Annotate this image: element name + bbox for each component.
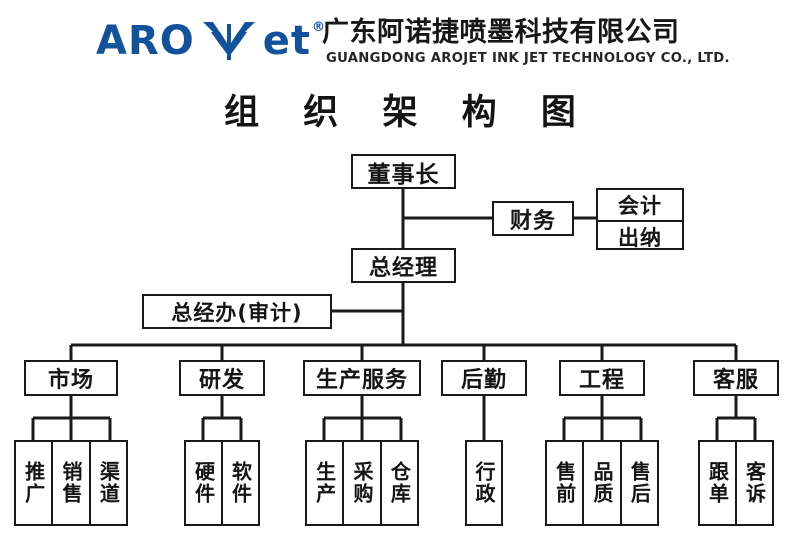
page-title: 组 织 架 构 图 xyxy=(224,93,592,133)
leaf-hardware[interactable]: 硬件 xyxy=(191,461,216,505)
node-cashier[interactable]: 出纳 xyxy=(598,220,682,252)
node-chairman[interactable]: 董事长 xyxy=(351,154,456,189)
dept-box-engineering[interactable]: 工程 xyxy=(559,360,645,396)
leaf-quality[interactable]: 品质 xyxy=(582,442,619,524)
logo-text-aro: ARO xyxy=(96,18,195,64)
leaf-warehouse[interactable]: 仓库 xyxy=(379,442,417,524)
dept-box-marketing[interactable]: 市场 xyxy=(24,360,118,396)
leafgroup-engineering: 售前 品质 售后 xyxy=(545,440,659,526)
node-finance[interactable]: 财务 xyxy=(492,201,574,236)
registered-trademark-icon: ® xyxy=(312,20,326,35)
leafgroup-rnd: 硬件 软件 xyxy=(184,440,260,526)
leaf-promotion[interactable]: 推广 xyxy=(21,461,46,505)
node-general-manager[interactable]: 总经理 xyxy=(351,248,456,283)
dept-box-production-service[interactable]: 生产服务 xyxy=(303,360,421,396)
dept-box-logistics[interactable]: 后勤 xyxy=(441,360,527,396)
leaf-complaints[interactable]: 客诉 xyxy=(735,442,772,524)
dept-box-rnd[interactable]: 研发 xyxy=(179,360,265,396)
leaf-purchasing[interactable]: 采购 xyxy=(342,442,379,524)
leaf-channel[interactable]: 渠道 xyxy=(88,442,126,524)
node-gm-office[interactable]: 总经办(审计) xyxy=(142,294,332,329)
leafgroup-logistics: 行政 xyxy=(465,440,503,526)
leafgroup-marketing: 推广 销售 渠道 xyxy=(14,440,128,526)
leaf-order-follow-up[interactable]: 跟单 xyxy=(705,461,730,505)
dept-box-customer-service[interactable]: 客服 xyxy=(693,360,779,396)
leaf-software[interactable]: 软件 xyxy=(221,442,258,524)
leaf-sales[interactable]: 销售 xyxy=(51,442,88,524)
leafgroup-customer-service: 跟单 客诉 xyxy=(698,440,774,526)
logo-text-et: et xyxy=(262,18,312,64)
arojet-leaf-mark-icon xyxy=(201,20,257,62)
company-name-chinese: 广东阿诺捷喷墨科技有限公司 xyxy=(322,17,680,48)
company-logo: ARO et ® xyxy=(96,18,325,64)
node-accounting-cashier-group: 会计 出纳 xyxy=(596,188,684,250)
leafgroup-production-service: 生产 采购 仓库 xyxy=(305,440,419,526)
company-name-english: GUANGDONG AROJET INK JET TECHNOLOGY CO.,… xyxy=(326,51,730,66)
page-header: ARO et ® 广东阿诺捷喷墨科技有限公司 GUANGDONG AROJET … xyxy=(0,0,800,78)
leaf-pre-sales[interactable]: 售前 xyxy=(552,461,577,505)
leaf-after-sales[interactable]: 售后 xyxy=(619,442,657,524)
node-accounting[interactable]: 会计 xyxy=(618,194,662,218)
leaf-administration[interactable]: 行政 xyxy=(472,461,496,505)
leaf-production[interactable]: 生产 xyxy=(312,461,337,505)
